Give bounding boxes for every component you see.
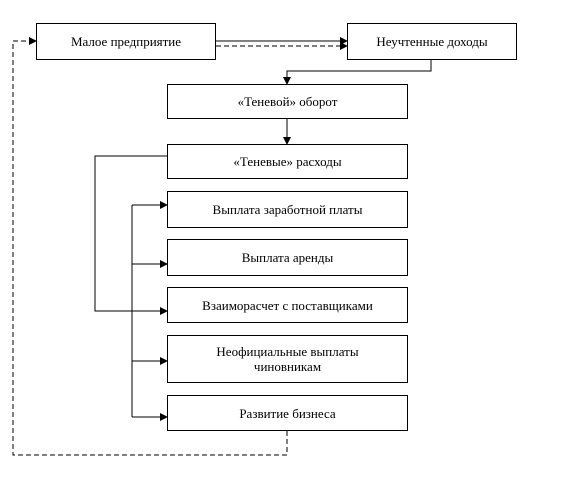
- node-suppliers: Взаиморасчет с поставщиками: [167, 287, 408, 323]
- edge-income-to-turnover: [283, 60, 432, 85]
- node-shadow-turnover-label: «Теневой» оборот: [237, 94, 338, 109]
- node-wages: Выплата заработной платы: [167, 191, 408, 228]
- node-rent-label: Выплата аренды: [241, 250, 334, 265]
- node-development-label: Развитие бизнеса: [239, 405, 336, 421]
- node-unrecorded-income: Неучтенные доходы: [347, 23, 517, 60]
- node-unrecorded-income-label: Неучтенные доходы: [376, 34, 488, 49]
- node-officials-label-line1: Неофициальные выплаты: [216, 344, 359, 359]
- node-officials-label-line2: чиновникам: [253, 359, 322, 374]
- node-small-business-label: Малое предприятие: [70, 34, 182, 49]
- node-rent: Выплата аренды: [167, 239, 408, 276]
- node-officials-text: Неофициальные выплаты чиновникам: [216, 344, 358, 374]
- node-shadow-turnover: «Теневой» оборот: [167, 84, 408, 119]
- edge-expenses-to-suppliers: [94, 155, 168, 315]
- edge-development-to-business: [12, 37, 288, 456]
- node-development: Развитие бизнеса: [167, 395, 408, 431]
- node-shadow-expenses-label: «Теневые» расходы: [233, 154, 342, 169]
- node-officials: Неофициальные выплаты чиновникам: [167, 335, 408, 383]
- node-suppliers-label: Взаиморасчет с поставщиками: [202, 297, 373, 313]
- node-shadow-expenses: «Теневые» расходы: [167, 144, 408, 179]
- node-small-business: Малое предприятие: [36, 23, 216, 60]
- node-wages-label: Выплата заработной платы: [212, 202, 363, 217]
